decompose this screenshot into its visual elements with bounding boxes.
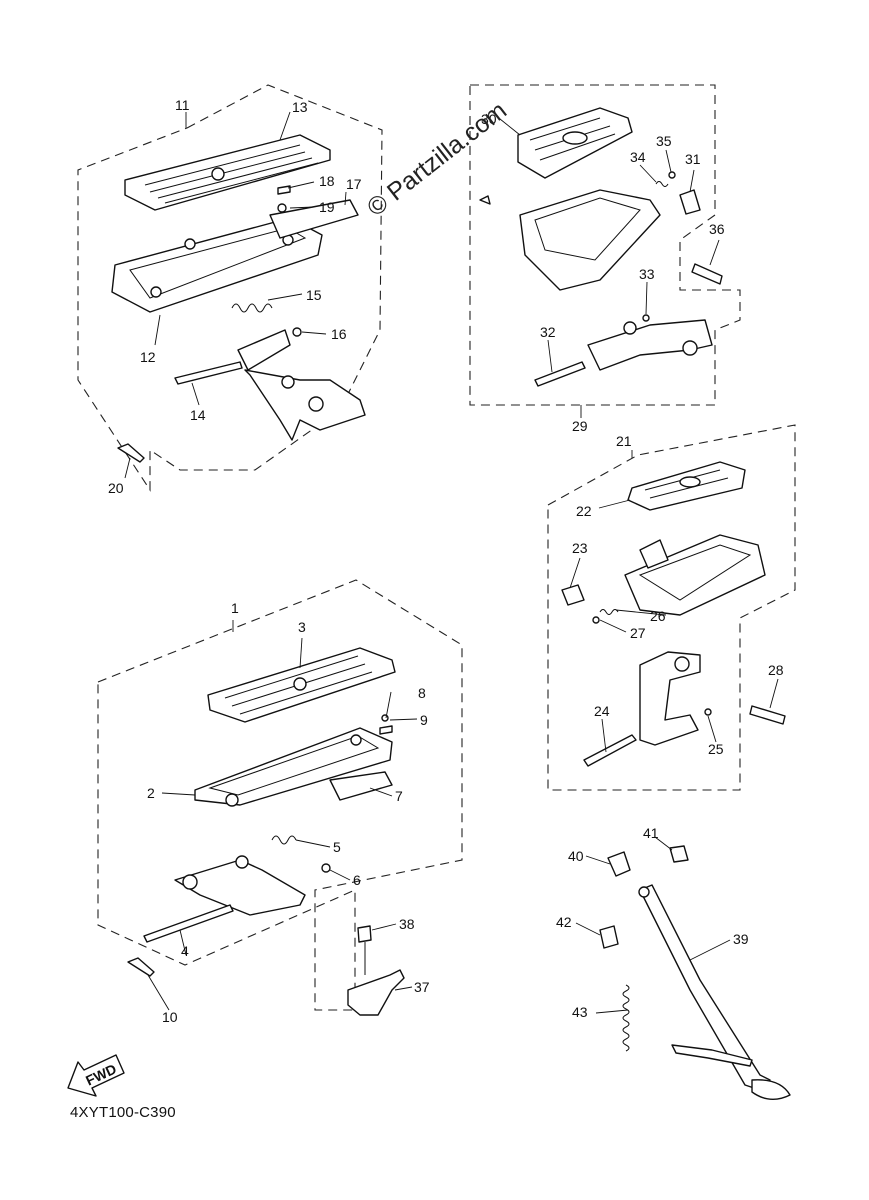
assembly-1-footboard bbox=[97, 579, 463, 1011]
diagram-code: 4XYT100-C390 bbox=[70, 1104, 176, 1121]
callout-10: 10 bbox=[162, 1009, 178, 1025]
callout-23: 23 bbox=[572, 540, 588, 556]
callout-9: 9 bbox=[420, 712, 428, 728]
callout-28: 28 bbox=[768, 662, 784, 678]
assembly-11-footboard bbox=[77, 84, 383, 492]
callout-43: 43 bbox=[572, 1004, 588, 1020]
callout-2: 2 bbox=[147, 785, 155, 801]
callout-27: 27 bbox=[630, 625, 646, 641]
callout-36: 36 bbox=[709, 221, 725, 237]
callout-31: 31 bbox=[685, 151, 701, 167]
callout-32: 32 bbox=[540, 324, 556, 340]
callout-13: 13 bbox=[292, 99, 308, 115]
callout-5: 5 bbox=[333, 839, 341, 855]
callout-37: 37 bbox=[414, 979, 430, 995]
callout-26: 26 bbox=[650, 608, 666, 624]
part-37-bracket bbox=[347, 925, 405, 1016]
callout-6: 6 bbox=[353, 872, 361, 888]
callout-42: 42 bbox=[556, 914, 572, 930]
callout-24: 24 bbox=[594, 703, 610, 719]
callout-17: 17 bbox=[346, 176, 362, 192]
callout-25: 25 bbox=[708, 741, 724, 757]
callout-20: 20 bbox=[108, 480, 124, 496]
callout-12: 12 bbox=[140, 349, 156, 365]
callout-18: 18 bbox=[319, 173, 335, 189]
callout-7: 7 bbox=[395, 788, 403, 804]
callout-40: 40 bbox=[568, 848, 584, 864]
leader-lines bbox=[124, 111, 779, 1014]
callout-8: 8 bbox=[418, 685, 426, 701]
callout-22: 22 bbox=[576, 503, 592, 519]
assembly-29-passenger-footrest bbox=[469, 84, 741, 418]
callout-35: 35 bbox=[656, 133, 672, 149]
callout-38: 38 bbox=[399, 916, 415, 932]
fwd-arrow-icon: FWD bbox=[67, 1054, 125, 1097]
callout-14: 14 bbox=[190, 407, 206, 423]
callout-19: 19 bbox=[319, 199, 335, 215]
callout-30: 30 bbox=[481, 111, 497, 127]
callout-labels: 1 2 3 4 5 6 7 8 9 10 11 12 13 14 15 16 1… bbox=[108, 97, 784, 1025]
callout-41: 41 bbox=[643, 825, 659, 841]
callout-11: 11 bbox=[175, 97, 190, 113]
callout-33: 33 bbox=[639, 266, 655, 282]
part-39-sidestand bbox=[599, 845, 791, 1100]
callout-15: 15 bbox=[306, 287, 322, 303]
assembly-21-footrest bbox=[547, 424, 796, 791]
callout-29: 29 bbox=[572, 418, 588, 434]
callout-4: 4 bbox=[181, 943, 189, 959]
callout-21: 21 bbox=[616, 433, 632, 449]
callout-34: 34 bbox=[630, 149, 646, 165]
callout-16: 16 bbox=[331, 326, 347, 342]
callout-39: 39 bbox=[733, 931, 749, 947]
callout-3: 3 bbox=[298, 619, 306, 635]
callout-1: 1 bbox=[231, 600, 239, 616]
